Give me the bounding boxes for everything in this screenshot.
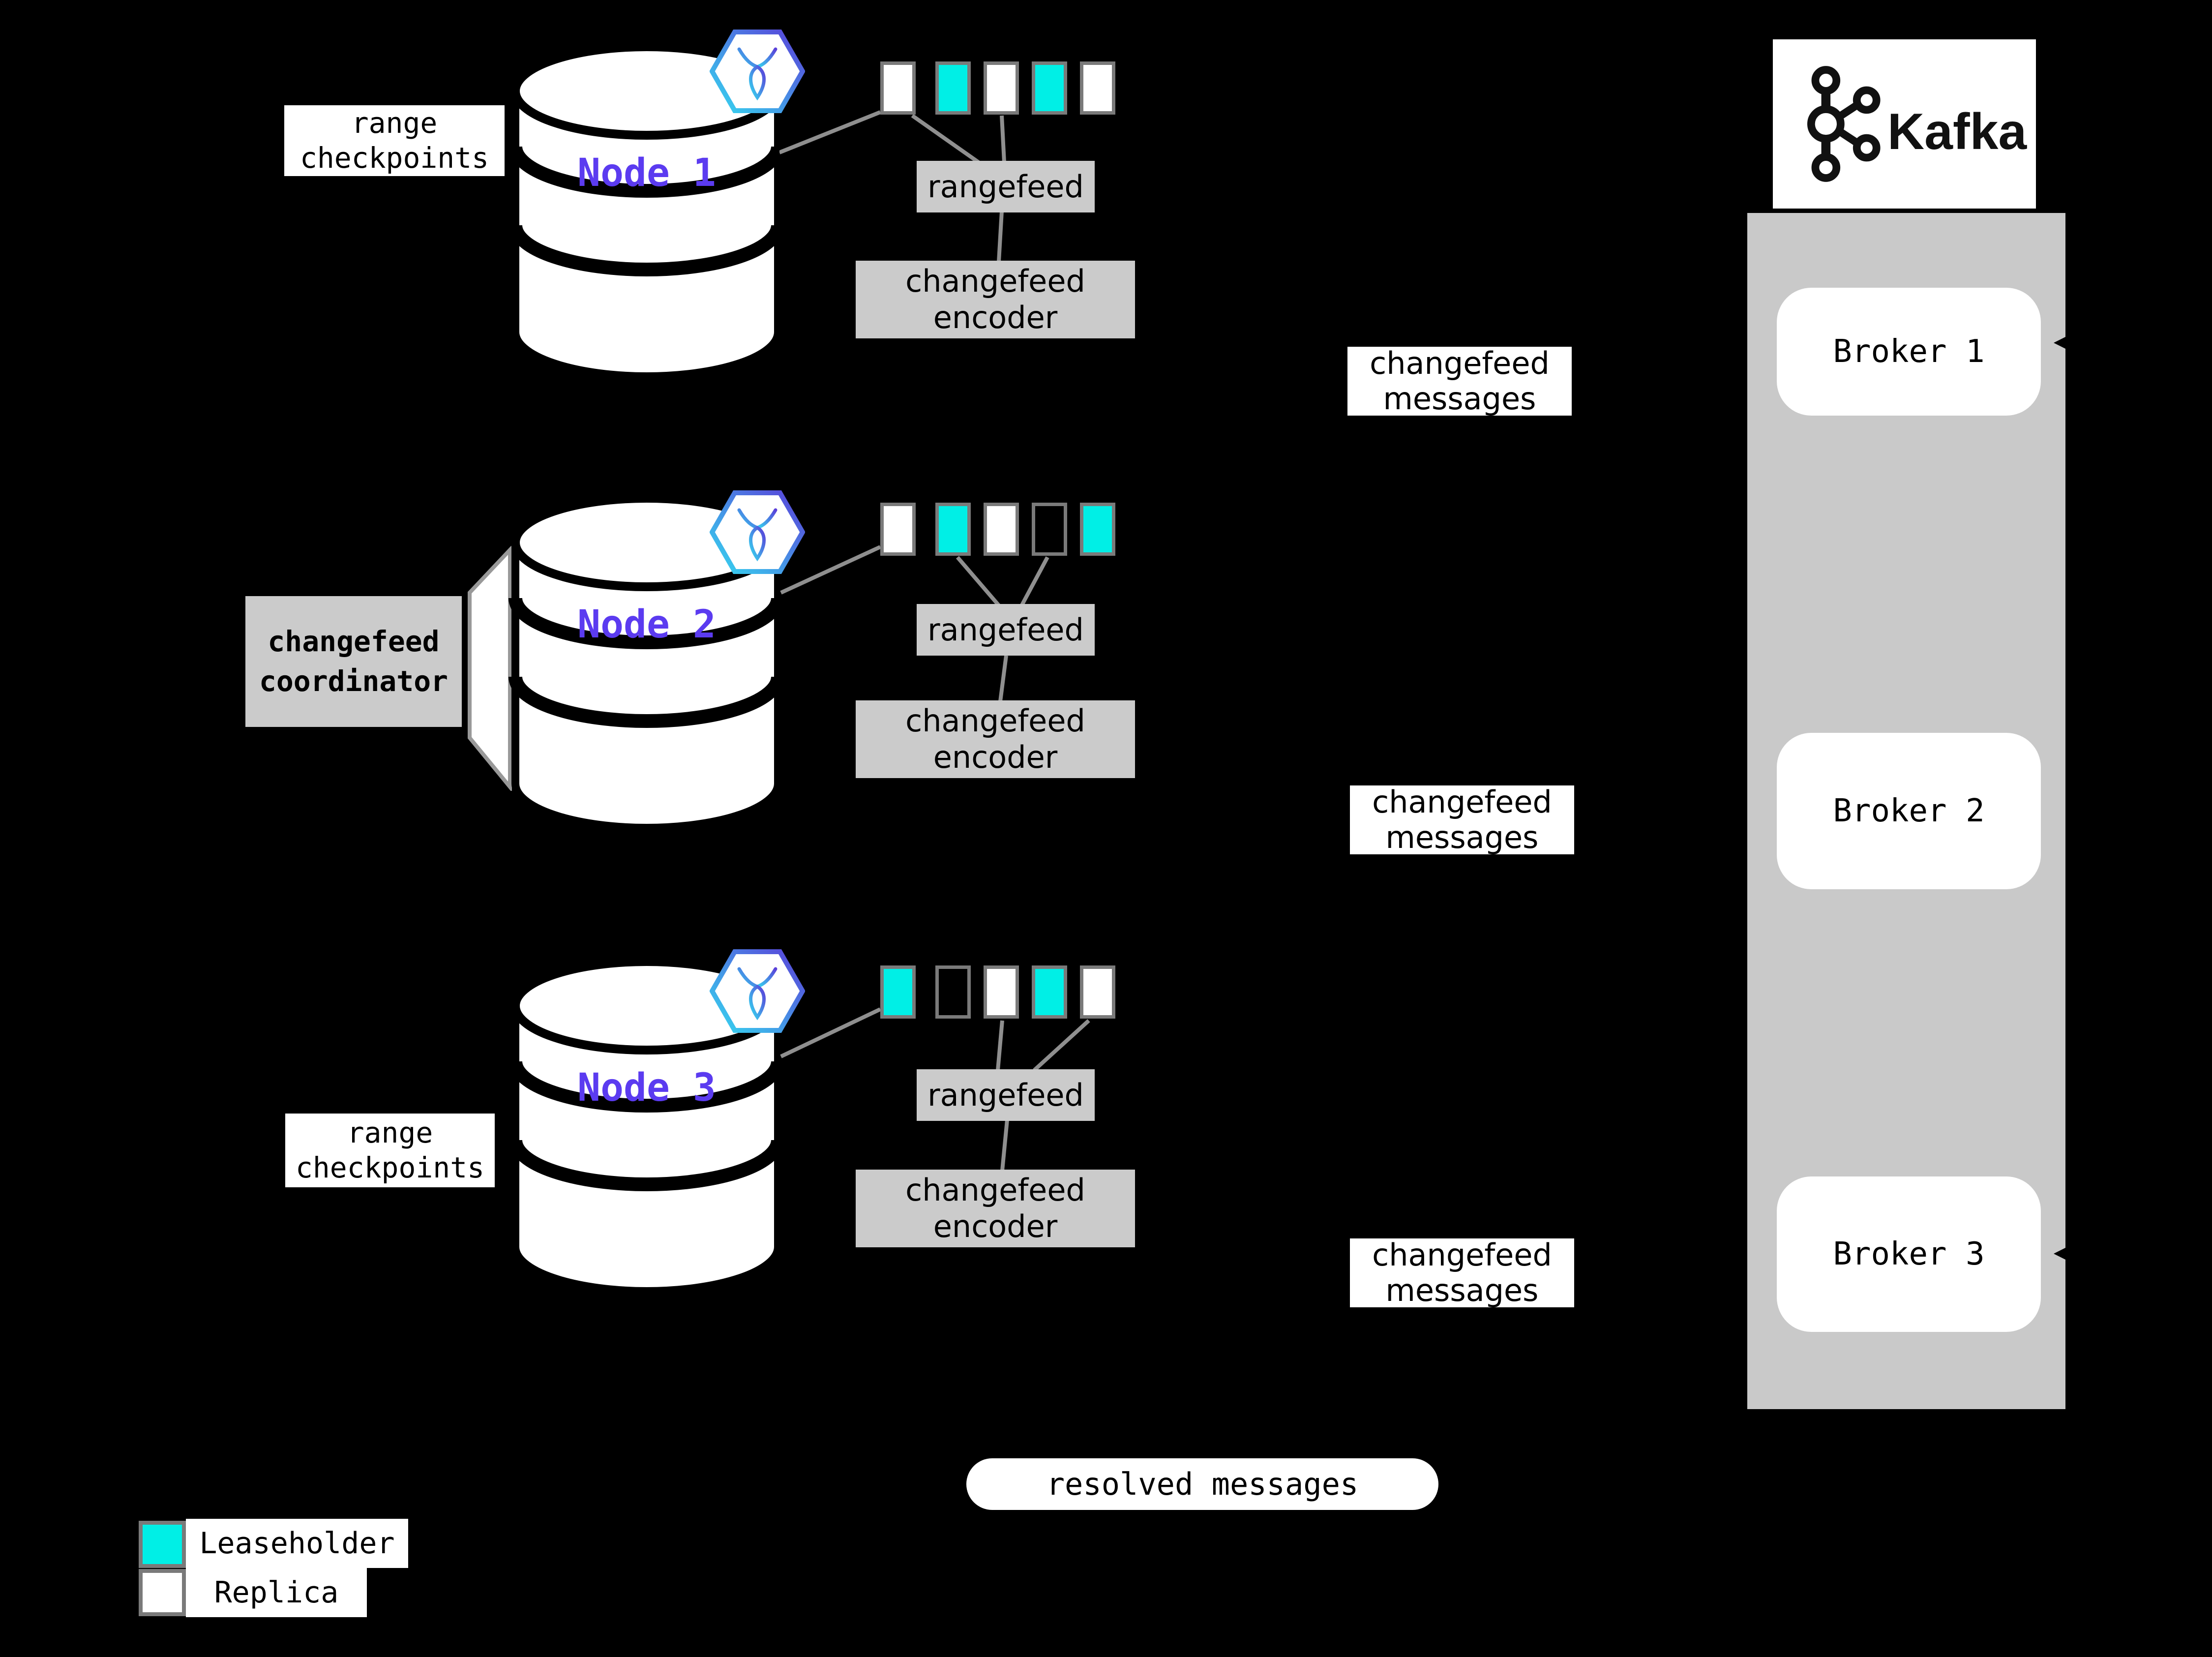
broker-2-box: Broker 2 <box>1777 733 2041 889</box>
connector-node1-rangefeed-encoder <box>997 211 1004 262</box>
range-replica-square <box>935 503 971 556</box>
range-replica-square <box>984 503 1019 556</box>
range-checkpoints-label-top: range checkpoints <box>284 105 505 176</box>
callout-pointer-icon <box>468 545 512 791</box>
cockroachdb-logo-icon <box>710 30 805 113</box>
broker-3-box: Broker 3 <box>1777 1176 2041 1332</box>
kafka-title: Kafka <box>1887 103 2027 160</box>
range-replica-square <box>1032 965 1067 1019</box>
connector-node2-sq2-rangefeed <box>956 556 1001 607</box>
kafka-logo-icon <box>1807 66 1881 182</box>
range-replica-square <box>984 61 1019 115</box>
legend-leaseholder-swatch <box>139 1521 186 1568</box>
range-checkpoints-label-bottom: range checkpoints <box>285 1114 495 1187</box>
broker-1-box: Broker 1 <box>1777 288 2041 416</box>
database-cylinder-icon <box>508 957 779 1295</box>
range-replica-square <box>984 965 1019 1019</box>
connector-node1-sq1-rangefeed <box>911 114 980 164</box>
changefeed-messages-label: changefeed messages <box>1347 346 1572 416</box>
range-replica-square <box>1032 503 1067 556</box>
connector-node3-sq5-rangefeed <box>1033 1019 1090 1072</box>
range-replica-square <box>935 965 971 1019</box>
rangefeed-box: rangefeed <box>917 1069 1095 1121</box>
node-2-label: Node 2 <box>577 603 716 647</box>
connector-node1-sq3-rangefeed <box>1000 115 1006 163</box>
node-1-label: Node 1 <box>577 151 716 195</box>
legend-replica-swatch <box>139 1569 186 1616</box>
arrowhead-left-icon <box>2054 337 2065 349</box>
changefeed-messages-label: changefeed messages <box>1350 784 1574 855</box>
changefeed-encoder-box: changefeed encoder <box>856 261 1135 338</box>
connector-node2-sq4-rangefeed <box>1019 556 1049 607</box>
legend-replica-label: Replica <box>186 1568 367 1617</box>
connector-node3-sq3-rangefeed <box>996 1020 1004 1071</box>
range-replica-square <box>1080 61 1115 115</box>
resolved-messages-pill: resolved messages <box>966 1458 1438 1510</box>
changefeed-messages-label: changefeed messages <box>1350 1237 1574 1308</box>
database-cylinder-icon <box>508 494 779 832</box>
changefeed-encoder-box: changefeed encoder <box>856 1170 1135 1247</box>
range-replica-square <box>880 965 916 1019</box>
rangefeed-box: rangefeed <box>917 604 1095 656</box>
range-replica-square <box>1080 965 1115 1019</box>
rangefeed-box: rangefeed <box>917 161 1095 212</box>
changefeed-encoder-box: changefeed encoder <box>856 700 1135 778</box>
range-replica-square <box>880 61 916 115</box>
cockroachdb-logo-icon <box>710 490 805 574</box>
connector-node3-rangefeed-encoder <box>1000 1119 1009 1171</box>
node-3-label: Node 3 <box>577 1066 716 1110</box>
range-replica-square <box>880 503 916 556</box>
range-replica-square <box>1080 503 1115 556</box>
kafka-panel <box>1773 39 2036 209</box>
arrowhead-left-icon <box>2054 1248 2065 1260</box>
legend-leaseholder-label: Leaseholder <box>186 1519 408 1568</box>
changefeed-coordinator-box: changefeed coordinator <box>245 596 462 727</box>
range-replica-square <box>935 61 971 115</box>
cockroachdb-logo-icon <box>710 949 805 1033</box>
connector-node2-rangefeed-encoder <box>998 655 1008 702</box>
range-replica-square <box>1032 61 1067 115</box>
